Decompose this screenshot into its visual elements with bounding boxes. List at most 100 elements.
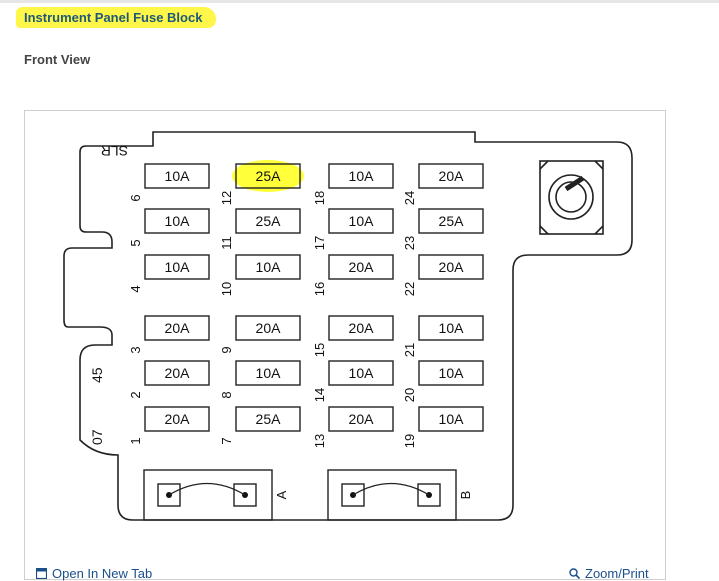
fuse-number: 5 bbox=[128, 239, 143, 246]
fuse-number: 6 bbox=[128, 194, 143, 201]
fuse-number: 2 bbox=[128, 391, 143, 398]
fuse-body bbox=[418, 254, 484, 280]
fuse-rating: 10A bbox=[439, 411, 465, 427]
fuse-number: 17 bbox=[312, 236, 327, 250]
page-title: Instrument Panel Fuse Block bbox=[16, 7, 217, 28]
relay-arc bbox=[168, 482, 246, 496]
fuse-body bbox=[235, 315, 301, 341]
fuse-number: 23 bbox=[402, 236, 417, 250]
fuse-rating: 20A bbox=[165, 365, 191, 381]
fuse-body bbox=[418, 406, 484, 432]
label-07: 07 bbox=[89, 429, 105, 445]
fuse-number: 12 bbox=[219, 191, 234, 205]
fuse-3: 20A 3 bbox=[128, 315, 210, 354]
fuse-rating: 10A bbox=[439, 365, 465, 381]
open-in-new-tab-label: Open In New Tab bbox=[52, 566, 153, 581]
fuse-9: 20A 9 bbox=[219, 315, 301, 354]
fuse-number: 21 bbox=[402, 343, 417, 357]
fuse-body bbox=[328, 254, 394, 280]
fuse-body bbox=[418, 315, 484, 341]
fuse-14: 10A 14 bbox=[312, 360, 394, 402]
fuse-number: 7 bbox=[219, 437, 234, 444]
fuse-rating: 20A bbox=[439, 168, 465, 184]
fuse-rating: 10A bbox=[439, 320, 465, 336]
fuse-number: 18 bbox=[312, 191, 327, 205]
fuse-rating: 10A bbox=[256, 365, 282, 381]
fuse-body bbox=[328, 406, 394, 432]
fuse-number: 8 bbox=[219, 391, 234, 398]
open-in-new-tab-icon bbox=[36, 568, 47, 579]
relay-arc bbox=[352, 482, 430, 496]
relay-b: B bbox=[327, 469, 473, 521]
fuse-body bbox=[328, 315, 394, 341]
fuse-number: 4 bbox=[128, 285, 143, 292]
fuse-8: 10A 8 bbox=[219, 360, 301, 399]
fuse-rating: 20A bbox=[349, 259, 375, 275]
fuse-block-outline bbox=[63, 131, 633, 521]
fuse-body bbox=[328, 208, 394, 234]
fuse-body bbox=[235, 406, 301, 432]
relay-label: A bbox=[274, 490, 289, 499]
relay-terminal bbox=[417, 483, 441, 507]
fuse-rating: 20A bbox=[349, 320, 375, 336]
fuse-body bbox=[418, 163, 484, 189]
fuse-rating: 20A bbox=[439, 259, 465, 275]
stud-connector bbox=[539, 160, 604, 235]
fuse-body bbox=[144, 163, 210, 189]
fuse-number: 24 bbox=[402, 191, 417, 205]
top-divider bbox=[0, 0, 719, 3]
slr-label: SLR bbox=[101, 143, 128, 159]
fuse-rating: 10A bbox=[165, 213, 191, 229]
fuse-highlight bbox=[232, 160, 304, 192]
fuse-19: 10A 19 bbox=[402, 406, 484, 448]
fuse-rating: 20A bbox=[349, 411, 375, 427]
fuse-number: 14 bbox=[312, 388, 327, 402]
fuse-rating: 10A bbox=[349, 365, 375, 381]
fuse-16: 20A 16 bbox=[312, 254, 394, 296]
fuse-number: 22 bbox=[402, 282, 417, 296]
fuse-rating: 10A bbox=[165, 168, 191, 184]
fuse-21: 10A 21 bbox=[402, 315, 484, 357]
fuse-body bbox=[144, 360, 210, 386]
fuse-rating: 25A bbox=[439, 213, 465, 229]
fuse-body bbox=[235, 208, 301, 234]
fuse-number: 16 bbox=[312, 282, 327, 296]
fuse-rating: 10A bbox=[256, 259, 282, 275]
zoom-icon bbox=[569, 568, 580, 579]
fuse-body bbox=[328, 163, 394, 189]
fuse-13: 20A 13 bbox=[312, 406, 394, 448]
relay-terminal bbox=[233, 483, 257, 507]
relay-housing bbox=[327, 469, 457, 521]
fuse-rating: 25A bbox=[256, 213, 282, 229]
open-in-new-tab-link[interactable]: Open In New Tab bbox=[36, 566, 152, 581]
fuse-rating: 20A bbox=[256, 320, 282, 336]
zoom-print-label: Zoom/Print bbox=[585, 566, 649, 581]
zoom-print-link[interactable]: Zoom/Print bbox=[569, 566, 649, 581]
fuse-body bbox=[328, 360, 394, 386]
fuse-number: 19 bbox=[402, 434, 417, 448]
fuse-23: 25A 23 bbox=[402, 208, 484, 250]
fuse-rating: 20A bbox=[165, 320, 191, 336]
fuse-number: 1 bbox=[128, 437, 143, 444]
fuse-rating: 10A bbox=[349, 168, 375, 184]
fuse-body bbox=[235, 360, 301, 386]
fuse-number: 3 bbox=[128, 346, 143, 353]
fuse-number: 13 bbox=[312, 434, 327, 448]
label-45: 45 bbox=[89, 367, 105, 383]
fuse-number: 9 bbox=[219, 346, 234, 353]
fuse-body bbox=[235, 163, 301, 189]
fuse-body bbox=[144, 406, 210, 432]
fuse-body bbox=[418, 360, 484, 386]
fuse-2: 20A 2 bbox=[128, 360, 210, 399]
fuse-body bbox=[235, 254, 301, 280]
fuse-body bbox=[144, 254, 210, 280]
fuse-body bbox=[418, 208, 484, 234]
